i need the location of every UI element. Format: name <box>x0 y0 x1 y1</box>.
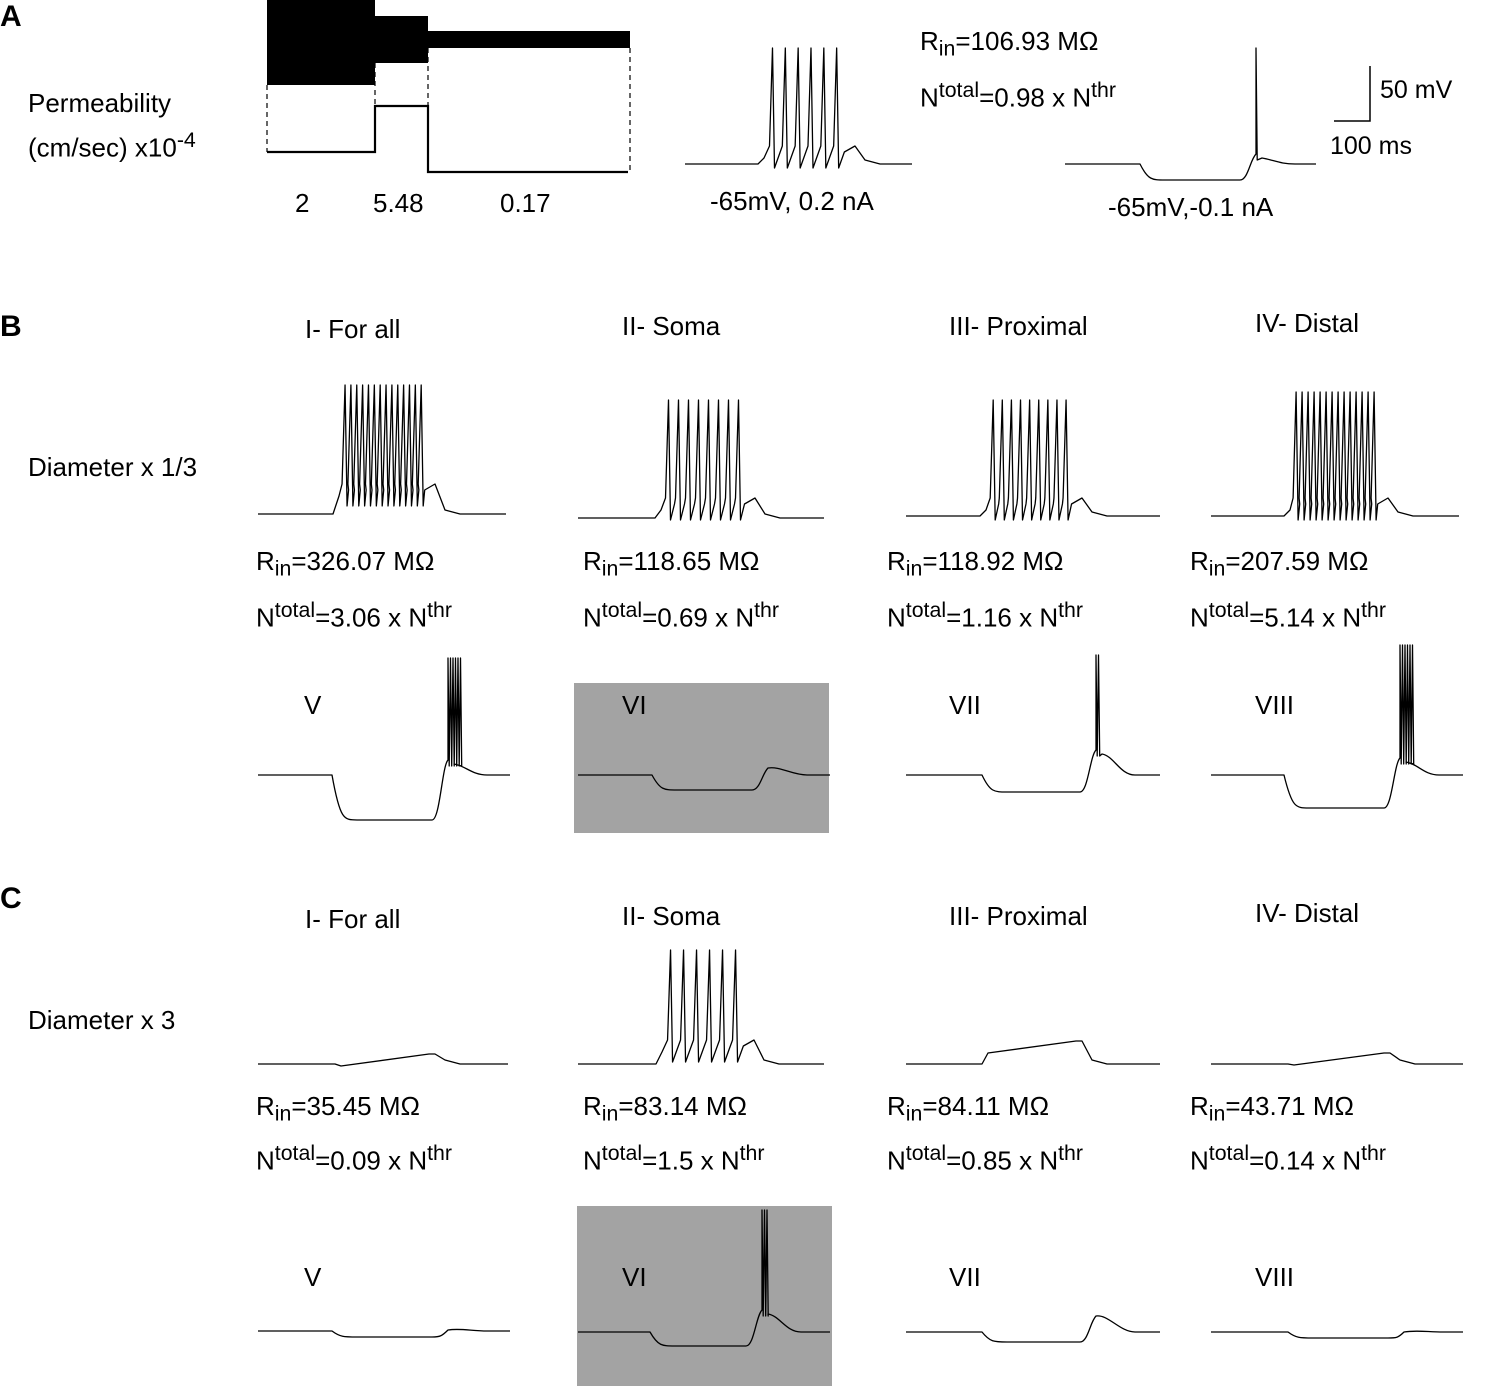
panel-b-ntotal-3: Ntotal=1.16 x Nthr <box>887 598 1083 633</box>
panel-b-rin-1: Rin=326.07 MΩ <box>256 546 435 581</box>
panel-label-a: A <box>0 0 22 33</box>
trace2-label: -65mV,-0.1 nA <box>1108 192 1274 222</box>
panel-c-rin-4: Rin=43.71 MΩ <box>1190 1091 1354 1126</box>
panel-b-ntotal-2: Ntotal=0.69 x Nthr <box>583 598 779 633</box>
panel-c-ntotal-3: Ntotal=0.85 x Nthr <box>887 1141 1083 1176</box>
panel-b-ntotal-1: Ntotal=3.06 x Nthr <box>256 598 452 633</box>
permeability-unit: (cm/sec) x10-4 <box>28 128 196 163</box>
dist-bar-soma <box>267 0 375 85</box>
panel-b-ntotal-4: Ntotal=5.14 x Nthr <box>1190 598 1386 633</box>
panel-b-rin-2: Rin=118.65 MΩ <box>583 546 760 581</box>
highlight-box-b-vi <box>574 683 829 833</box>
trace-b-viii <box>1211 644 1463 809</box>
panel-c-ntotal-4: Ntotal=0.14 x Nthr <box>1190 1141 1386 1176</box>
permeability-profile <box>267 104 628 174</box>
segment-value-1: 2 <box>295 188 310 218</box>
panel-b-rin-3: Rin=118.92 MΩ <box>887 546 1064 581</box>
trace-b-v <box>258 657 510 821</box>
panel-c-sub-vii: VII <box>949 1262 981 1292</box>
panel-b-row-label: Diameter x 1/3 <box>28 452 198 482</box>
panel-c-sub-viii: VIII <box>1255 1262 1295 1292</box>
dist-separators <box>266 48 631 172</box>
trace-c-iii <box>906 1040 1160 1065</box>
panel-b-sub-vii: VII <box>949 690 981 720</box>
trace-a-depolarizing <box>685 47 912 169</box>
permeability-label: Permeability <box>28 88 172 118</box>
panel-label-b: B <box>0 310 22 343</box>
panel-c-rin-1: Rin=35.45 MΩ <box>256 1091 420 1126</box>
scale-bar-mv-label: 50 mV <box>1380 76 1453 104</box>
panel-c-rin-3: Rin=84.11 MΩ <box>887 1091 1050 1126</box>
panel-c-row-label: Diameter x 3 <box>28 1005 176 1035</box>
trace-c-iv <box>1211 1052 1463 1066</box>
segment-value-3: 0.17 <box>500 188 551 218</box>
panel-c-sub-vi: VI <box>622 1262 647 1292</box>
trace1-label: -65mV, 0.2 nA <box>710 186 874 216</box>
panel-b-sub-viii: VIII <box>1255 690 1295 720</box>
panel-c-col-3: III- Proximal <box>949 901 1088 931</box>
panel-a-ntotal: Ntotal=0.98 x Nthr <box>920 78 1116 113</box>
trace-b-iii <box>906 399 1160 521</box>
panel-c-ntotal-2: Ntotal=1.5 x Nthr <box>583 1141 765 1176</box>
trace-b-vii <box>906 654 1160 793</box>
panel-c-rin-2: Rin=83.14 MΩ <box>583 1091 747 1126</box>
panel-b-sub-v: V <box>304 690 322 720</box>
dist-bar-distal <box>428 31 630 48</box>
panel-c-sub-v: V <box>304 1262 322 1292</box>
trace-b-iv <box>1211 391 1459 521</box>
panel-c-col-1: I- For all <box>305 904 401 934</box>
trace-c-i <box>258 1053 508 1067</box>
panel-label-c: C <box>0 882 22 915</box>
panel-b-rin-4: Rin=207.59 MΩ <box>1190 546 1369 581</box>
panel-c-col-4: IV- Distal <box>1255 898 1360 928</box>
trace-b-i <box>258 384 506 515</box>
panel-b-sub-vi: VI <box>622 690 647 720</box>
panel-b-col-2: II- Soma <box>622 311 721 341</box>
panel-b-col-4: IV- Distal <box>1255 308 1360 338</box>
scale-bar <box>1334 66 1371 122</box>
panel-a-rin: Rin=106.93 MΩ <box>920 26 1099 61</box>
scale-bar-ms-label: 100 ms <box>1330 132 1412 160</box>
panel-c-ntotal-1: Ntotal=0.09 x Nthr <box>256 1141 452 1176</box>
segment-value-2: 5.48 <box>373 188 424 218</box>
trace-c-v <box>258 1328 510 1338</box>
panel-b-col-3: III- Proximal <box>949 311 1088 341</box>
trace-a-hyperpolarizing <box>1065 47 1316 181</box>
panel-b-col-1: I- For all <box>305 314 401 344</box>
dist-bar-proximal <box>375 16 428 63</box>
trace-b-ii <box>578 399 824 521</box>
highlight-box-c-vi <box>577 1206 832 1386</box>
panel-c-col-2: II- Soma <box>622 901 721 931</box>
trace-c-vii <box>906 1315 1160 1343</box>
trace-c-ii <box>578 949 824 1065</box>
trace-c-viii <box>1211 1330 1463 1339</box>
